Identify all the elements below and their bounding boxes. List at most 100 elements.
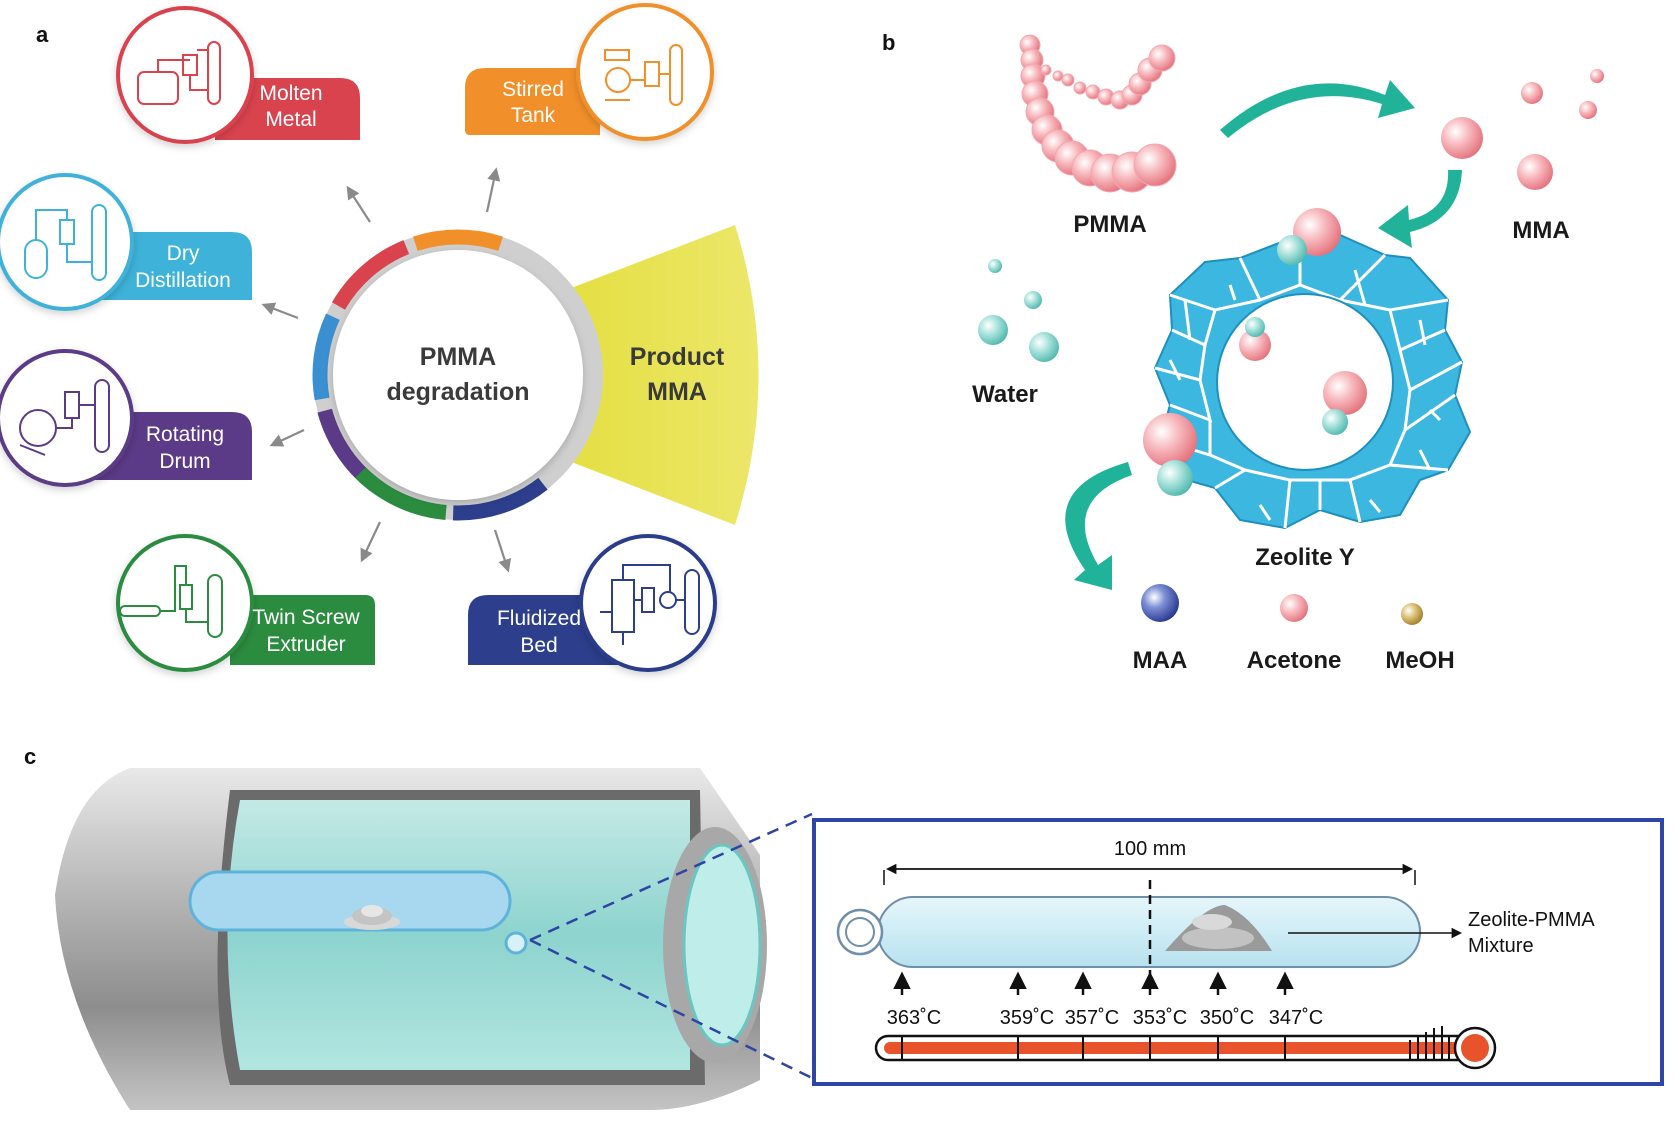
badge-stirred-tank: Stirred Tank — [465, 3, 714, 141]
stirred-tank-reactor-icon — [604, 44, 683, 106]
temp-label-1: 363˚C — [887, 1007, 941, 1029]
molten-metal-reactor-icon — [137, 41, 221, 105]
badge-fluidized-bed: Fluidized Bed — [468, 534, 717, 672]
panel-label-a: a — [36, 22, 49, 47]
legend-acetone: Acetone — [1247, 647, 1342, 674]
panel-label-c: c — [24, 744, 36, 769]
ring-segment — [355, 467, 447, 520]
temp-label-2: 359˚C — [1000, 1007, 1054, 1029]
panel-c: c 100 mm — [24, 744, 1664, 1110]
pmma-bead — [1040, 64, 1052, 76]
dry-distillation-line1: Dry — [167, 242, 200, 265]
mma-molecule — [1441, 117, 1483, 159]
panel-label-b: b — [882, 30, 895, 55]
arrow-molten-metal — [346, 185, 371, 223]
thermometer-ticks — [901, 1026, 1450, 1060]
mixture-label-line2: Mixture — [1468, 935, 1534, 957]
water-molecule — [1322, 409, 1348, 435]
twin-screw-extruder-reactor-icon — [119, 565, 223, 638]
temp-label-3: 357˚C — [1065, 1007, 1119, 1029]
twin-screw-line1: Twin Screw — [252, 606, 360, 629]
product-wedge — [540, 225, 759, 525]
temp-label-5: 350˚C — [1200, 1007, 1254, 1029]
temp-label-6: 347˚C — [1269, 1007, 1323, 1029]
twin-screw-line2: Extruder — [266, 633, 345, 656]
temp-label-4: 353˚C — [1133, 1007, 1187, 1029]
acetone-swatch — [1280, 594, 1308, 622]
molten-metal-line1: Molten — [259, 82, 322, 105]
legend-maa: MAA — [1133, 647, 1188, 674]
mma-molecule — [1590, 69, 1604, 83]
product-label-line1: Product — [630, 343, 725, 371]
zeolite-pore-rim — [1216, 293, 1394, 471]
water-molecule — [1024, 291, 1042, 309]
pmma-chain — [1019, 34, 1177, 193]
reaction-arrows — [1065, 80, 1462, 590]
stirred-tank-line2: Tank — [511, 104, 556, 127]
meoh-swatch — [1401, 603, 1423, 625]
molten-metal-line2: Metal — [265, 108, 316, 131]
reactor-arrows — [261, 167, 512, 573]
pmma-bead — [1052, 70, 1064, 82]
tube-opening — [682, 843, 762, 1047]
ring-segment — [312, 313, 340, 401]
badge-twin-screw-extruder: Twin Screw Extruder — [116, 534, 375, 672]
dry-distillation-line2: Distillation — [135, 269, 231, 292]
sample-tube: Zeolite-PMMA Mixture — [836, 880, 1595, 980]
arrow-fluidized-bed — [493, 529, 512, 573]
rotating-drum-reactor-icon — [19, 379, 110, 456]
pmma-bead — [1148, 44, 1176, 72]
badge-rotating-drum: Rotating Drum — [0, 349, 252, 487]
mma-label: MMA — [1512, 217, 1569, 244]
center-label-line2: degradation — [386, 378, 529, 406]
water-molecule — [1157, 460, 1193, 496]
water-molecule — [978, 315, 1008, 345]
thermometer-mercury — [884, 1042, 1466, 1054]
ring-segment — [413, 229, 503, 251]
ring-segment — [331, 240, 410, 310]
ring-inner — [333, 250, 583, 500]
water-label: Water — [972, 381, 1038, 408]
legend-meoh: MeOH — [1385, 647, 1454, 674]
zeolite-label: Zeolite Y — [1255, 544, 1355, 571]
sample-pile-small — [344, 905, 400, 930]
pmma-label: PMMA — [1073, 211, 1146, 238]
mma-molecule — [1517, 154, 1553, 190]
sample-tube-hook-inner — [845, 917, 875, 947]
fluidized-bed-line2: Bed — [520, 634, 557, 657]
pmma-bead — [1073, 81, 1087, 95]
panel-a: a Product MMA PMMA degradation — [0, 3, 759, 672]
arrow-mma-to-zeolite — [1378, 170, 1462, 248]
fluidized-bed-reactor-icon — [600, 564, 700, 645]
mma-molecule — [1521, 82, 1543, 104]
arrow-pmma-to-mma — [1220, 80, 1415, 138]
sample-boat-hook — [504, 931, 528, 955]
dry-distillation-reactor-icon — [24, 204, 107, 281]
temperature-markers: 363˚C 359˚C 357˚C 353˚C 350˚C 347˚C — [887, 971, 1323, 1029]
badge-dry-distillation: Dry Distillation — [0, 173, 252, 311]
length-label: 100 mm — [1114, 838, 1186, 860]
pmma-bead — [1133, 143, 1177, 187]
mixture-label-line1: Zeolite-PMMA — [1468, 909, 1595, 931]
panel-b: b PMMA MMA — [882, 30, 1604, 674]
sample-boat — [188, 870, 512, 932]
arrow-twin-screw — [360, 521, 381, 563]
arrow-dry-distillation — [261, 302, 299, 320]
arrow-rotating-drum — [269, 429, 305, 447]
water-molecule — [1277, 235, 1307, 265]
acetone-molecule — [1239, 329, 1271, 361]
center-label-line1: PMMA — [420, 343, 496, 371]
thermometer — [874, 1026, 1497, 1070]
rotating-drum-line2: Drum — [159, 450, 210, 473]
maa-swatch — [1141, 584, 1179, 622]
fluidized-bed-line1: Fluidized — [497, 607, 581, 630]
zeolite-framework — [1153, 234, 1472, 530]
acetone-molecule — [1143, 413, 1197, 467]
ring-segment — [452, 477, 548, 521]
ring-segments — [312, 229, 548, 521]
rotating-drum-line1: Rotating — [146, 423, 224, 446]
badge-molten-metal: Molten Metal — [116, 6, 360, 144]
stirred-tank-line1: Stirred — [502, 78, 564, 101]
length-dimension: 100 mm — [883, 838, 1416, 885]
